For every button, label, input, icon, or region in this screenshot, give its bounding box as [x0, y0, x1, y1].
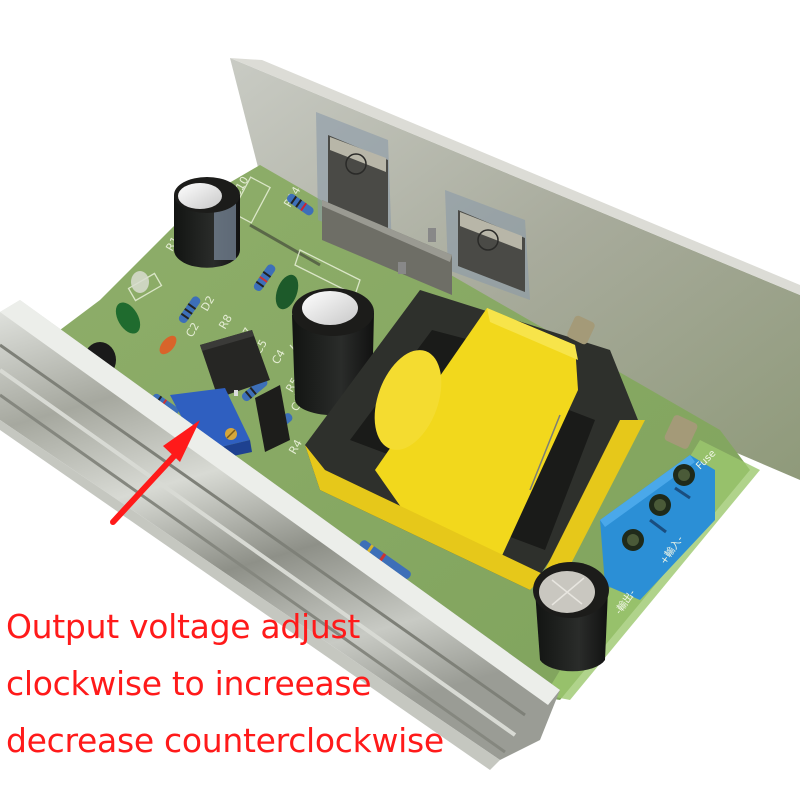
- annotation-caption: Output voltage adjust clockwise to incre…: [6, 598, 444, 769]
- led: [131, 271, 149, 293]
- caption-line-2: clockwise to increease: [6, 664, 372, 703]
- output-capacitor: [533, 562, 609, 672]
- mosfet-2: [445, 190, 530, 300]
- svg-text:C2: C2: [183, 320, 202, 339]
- power-transistor: [255, 385, 290, 452]
- caption-line-1: Output voltage adjust: [6, 607, 360, 646]
- annotation-arrow-icon: [110, 420, 200, 525]
- terminal-block[interactable]: [600, 455, 715, 600]
- svg-text:R8: R8: [216, 312, 235, 331]
- svg-text:R4: R4: [286, 437, 305, 456]
- caption-line-3: decrease counterclockwise: [6, 721, 444, 760]
- ceramic-capacitors: [115, 274, 299, 355]
- small-capacitor: [174, 177, 240, 268]
- transformer: [305, 290, 645, 590]
- clamp-bar: [322, 200, 452, 295]
- fuse-clip: [567, 315, 698, 449]
- svg-text:C4: C4: [269, 347, 288, 366]
